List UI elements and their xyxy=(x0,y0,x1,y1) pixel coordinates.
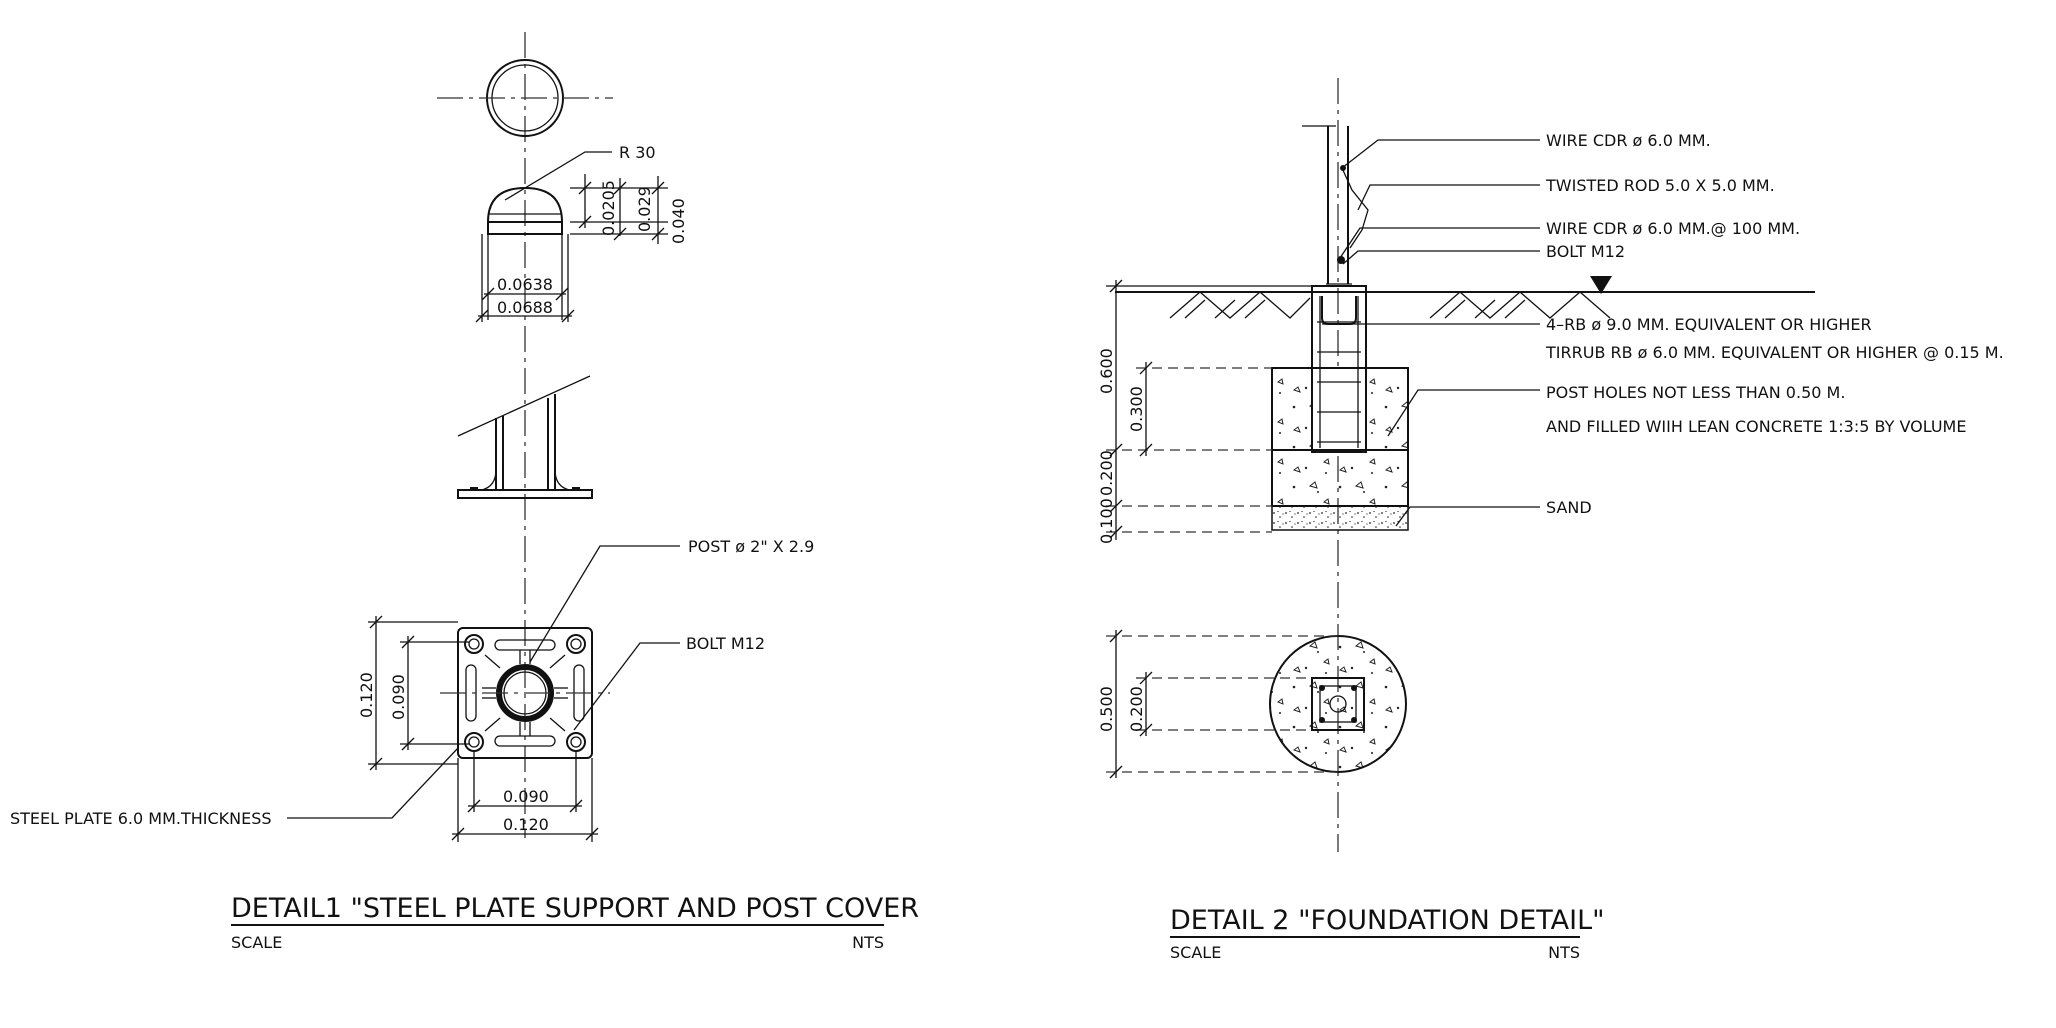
base-plate-plan xyxy=(287,545,680,842)
footing xyxy=(1271,367,1409,531)
dim-h300: 0.300 xyxy=(1127,386,1146,432)
dim-h200: 0.200 xyxy=(1097,450,1116,496)
label-steel-plate: STEEL PLATE 6.0 MM.THICKNESS xyxy=(10,809,272,828)
label-bolt-plate: BOLT M12 xyxy=(686,634,765,653)
label-wire-2: WIRE CDR ø 6.0 MM.@ 100 MM. xyxy=(1546,219,1800,238)
label-sand: SAND xyxy=(1546,498,1592,517)
detail2: WIRE CDR ø 6.0 MM. TWISTED ROD 5.0 X 5.0… xyxy=(1097,78,2004,962)
ground-line xyxy=(1115,276,1815,319)
dim-plate-inner-v: 0.090 xyxy=(389,674,408,720)
dim-h100: 0.100 xyxy=(1097,498,1116,544)
detail1: R 30 POST ø 2" X 2.9 BOLT M12 STEEL PLAT… xyxy=(10,32,919,952)
detail1-scale-label: SCALE xyxy=(231,933,282,952)
post-cover-side-view xyxy=(475,151,668,323)
detail2-leaders xyxy=(1322,139,1540,527)
label-radius: R 30 xyxy=(619,143,656,162)
dim-h600: 0.600 xyxy=(1097,348,1116,394)
detail2-scale-value: NTS xyxy=(1548,943,1580,962)
label-bolt-foundation: BOLT M12 xyxy=(1546,242,1625,261)
dim-d200: 0.200 xyxy=(1127,686,1146,732)
label-wire-1: WIRE CDR ø 6.0 MM. xyxy=(1546,131,1711,150)
dim-plate-inner-h: 0.090 xyxy=(503,787,549,806)
detail1-title: DETAIL1 "STEEL PLATE SUPPORT AND POST CO… xyxy=(231,893,919,924)
foundation-plan xyxy=(1106,629,1407,779)
post-cover-top-view xyxy=(437,59,613,137)
dim-cap-w2: 0.0688 xyxy=(497,298,553,317)
dim-plate-outer-v: 0.120 xyxy=(357,672,376,718)
label-stirrup: TIRRUB RB ø 6.0 MM. EQUIVALENT OR HIGHER… xyxy=(1545,343,2004,362)
dim-cap-w1: 0.0638 xyxy=(497,275,553,294)
dim-cap-h1: 0.0205 xyxy=(599,180,618,236)
dim-plate-outer-h: 0.120 xyxy=(503,815,549,834)
label-holes-1: POST HOLES NOT LESS THAN 0.50 M. xyxy=(1546,383,1845,402)
detail1-scale-value: NTS xyxy=(852,933,884,952)
label-holes-2: AND FILLED WIIH LEAN CONCRETE 1:3:5 BY V… xyxy=(1546,417,1966,436)
dim-cap-h3: 0.040 xyxy=(669,198,688,244)
detail2-dims-elev xyxy=(1106,279,1312,540)
dim-d500: 0.500 xyxy=(1097,686,1116,732)
label-rebar: 4–RB ø 9.0 MM. EQUIVALENT OR HIGHER xyxy=(1546,315,1872,334)
detail2-title: DETAIL 2 "FOUNDATION DETAIL" xyxy=(1170,905,1605,936)
fence-post xyxy=(1302,125,1369,284)
detail2-scale-label: SCALE xyxy=(1170,943,1221,962)
base-plate-elevation xyxy=(457,375,593,499)
dim-cap-h2: 0.029 xyxy=(635,186,654,232)
label-twisted-rod: TWISTED ROD 5.0 X 5.0 MM. xyxy=(1545,176,1775,195)
label-post: POST ø 2" X 2.9 xyxy=(688,537,814,556)
